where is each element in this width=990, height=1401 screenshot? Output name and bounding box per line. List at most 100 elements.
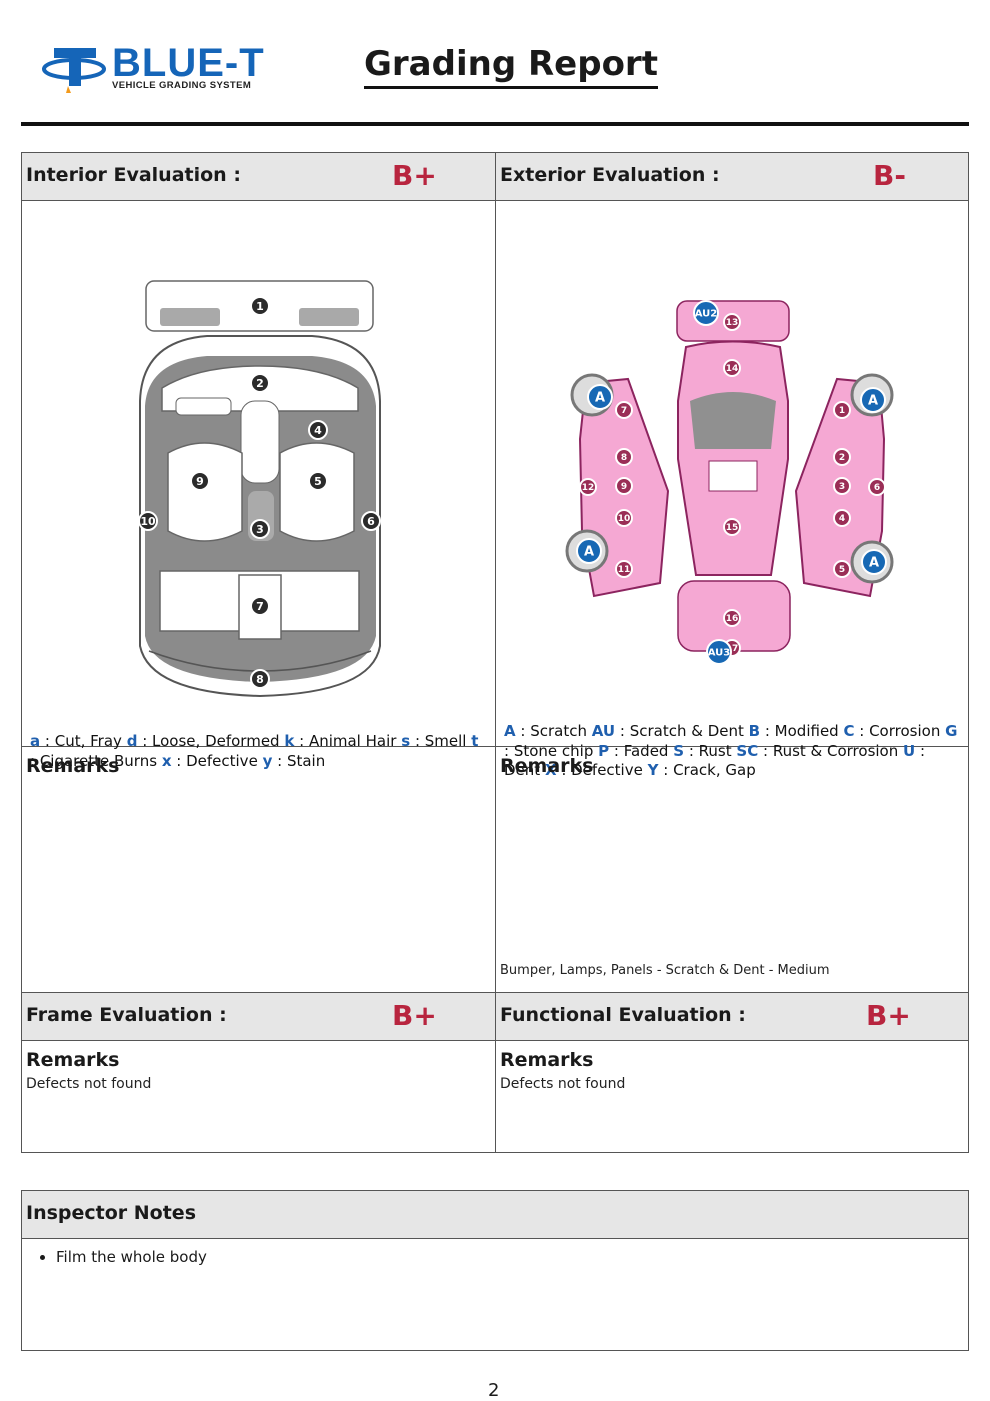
brand-tagline: VEHICLE GRADING SYSTEM: [112, 80, 252, 91]
evaluation-grid: Interior Evaluation : B+ Exterior Evalua…: [21, 152, 969, 1153]
legend-code: a: [30, 732, 41, 750]
inspector-notes-header: Inspector Notes: [22, 1191, 968, 1239]
damage-mark: A: [576, 538, 602, 564]
svg-text:10: 10: [618, 514, 631, 524]
functional-remarks-text: Defects not found: [500, 1076, 626, 1092]
legend-code: d: [126, 732, 138, 750]
exterior-position-marker: 2: [833, 448, 851, 466]
interior-grade: B+: [392, 159, 437, 192]
exterior-grade: B-: [873, 159, 906, 192]
interior-position-marker: 2: [250, 373, 270, 393]
legend-description: : Scratch & Dent: [619, 722, 744, 740]
svg-text:2: 2: [256, 377, 264, 390]
damage-mark: A: [860, 387, 886, 413]
svg-text:14: 14: [726, 364, 739, 374]
svg-text:8: 8: [256, 673, 264, 686]
svg-text:9: 9: [621, 482, 627, 492]
legend-code: SC: [736, 741, 759, 760]
svg-text:A: A: [595, 391, 605, 406]
exterior-position-marker: 11: [615, 560, 633, 578]
interior-position-marker: 1: [250, 296, 270, 316]
exterior-evaluation-header: Exterior Evaluation : B-: [495, 153, 968, 200]
interior-car-diagram: 1 2 3 4 5 6 7 8 9 10: [138, 280, 381, 698]
legend-code: C: [843, 722, 855, 740]
damage-mark: A: [861, 549, 887, 575]
functional-remarks-title: Remarks: [500, 1049, 594, 1071]
exterior-position-marker: 7: [615, 401, 633, 419]
interior-position-marker: 10: [138, 511, 158, 531]
legend-code: P: [598, 741, 610, 760]
interior-position-marker: 3: [250, 519, 270, 539]
exterior-evaluation-label: Exterior Evaluation :: [500, 164, 720, 186]
exterior-remarks-cell: Remarks Bumper, Lamps, Panels - Scratch …: [495, 747, 968, 992]
svg-text:7: 7: [621, 406, 627, 416]
svg-text:8: 8: [621, 453, 627, 463]
svg-text:1: 1: [256, 300, 264, 313]
frame-remarks-title: Remarks: [26, 1049, 120, 1071]
exterior-position-marker: 5: [833, 560, 851, 578]
legend-description: : Defective: [561, 761, 643, 779]
legend-description: : Rust: [688, 741, 732, 760]
exterior-legend: A : Scratch AU : Scratch & Dent B : Modi…: [504, 722, 964, 781]
legend-code: AU: [591, 722, 616, 740]
legend-code: y: [262, 751, 273, 770]
exterior-position-marker: 6: [868, 478, 886, 496]
exterior-remarks-text: Bumper, Lamps, Panels - Scratch & Dent -…: [500, 963, 830, 978]
legend-code: B: [748, 722, 761, 740]
svg-text:7: 7: [256, 600, 264, 613]
damage-mark: A: [587, 384, 613, 410]
svg-text:10: 10: [140, 515, 156, 528]
frame-remarks-cell: Remarks Defects not found: [22, 1041, 495, 1152]
legend-description: : Rust & Corrosion: [763, 741, 899, 760]
legend-code: Y: [647, 761, 659, 779]
exterior-position-marker: 1: [833, 401, 851, 419]
exterior-position-marker: 9: [615, 477, 633, 495]
frame-evaluation-label: Frame Evaluation :: [26, 1004, 227, 1026]
functional-evaluation-label: Functional Evaluation :: [500, 1004, 746, 1026]
svg-text:11: 11: [618, 565, 631, 575]
svg-text:AU3: AU3: [708, 648, 731, 659]
functional-evaluation-header: Functional Evaluation : B+: [495, 993, 968, 1040]
legend-code: s: [401, 732, 411, 750]
legend-description: : Defective: [176, 751, 258, 770]
interior-position-marker: 7: [250, 596, 270, 616]
legend-description: : Cut, Fray: [44, 732, 122, 750]
report-header: BLUE-T VEHICLE GRADING SYSTEM Grading Re…: [0, 0, 990, 128]
svg-text:A: A: [584, 545, 594, 560]
report-title: Grading Report: [364, 44, 658, 89]
legend-code: S: [673, 741, 685, 760]
inspector-notes-title: Inspector Notes: [26, 1202, 197, 1224]
legend-code: k: [284, 732, 295, 750]
functional-remarks-cell: Remarks Defects not found: [495, 1041, 968, 1152]
frame-grade: B+: [392, 999, 437, 1032]
brand-name: BLUE-T: [112, 41, 265, 85]
svg-text:4: 4: [314, 424, 322, 437]
exterior-position-marker: 15: [723, 518, 741, 536]
interior-car-illustration: [139, 280, 381, 698]
legend-description: : Stain: [277, 751, 326, 770]
svg-text:16: 16: [726, 614, 739, 624]
svg-text:3: 3: [839, 482, 845, 492]
svg-text:9: 9: [196, 475, 204, 488]
damage-mark: AU3: [706, 639, 732, 665]
interior-remarks-title: Remarks: [26, 755, 120, 777]
legend-code: G: [945, 722, 958, 740]
header-divider: [21, 122, 969, 126]
svg-text:17: 17: [726, 644, 739, 654]
interior-position-marker: 5: [308, 471, 328, 491]
svg-text:5: 5: [839, 565, 845, 575]
interior-evaluation-header: Interior Evaluation : B+: [22, 153, 495, 200]
svg-text:A: A: [869, 556, 879, 571]
legend-description: : Corrosion: [859, 722, 941, 740]
frame-functional-remarks-row: Remarks Defects not found Remarks Defect…: [22, 1041, 968, 1152]
interior-position-marker: 9: [190, 471, 210, 491]
exterior-position-marker: 10: [615, 509, 633, 527]
legend-description: : Modified: [764, 722, 839, 740]
legend-description: : Cigarette Burns: [30, 751, 158, 770]
legend-description: : Faded: [613, 741, 669, 760]
exterior-position-marker: 8: [615, 448, 633, 466]
legend-description: : Stone chip: [504, 741, 594, 760]
interior-position-marker: 8: [250, 669, 270, 689]
svg-text:6: 6: [367, 515, 375, 528]
exterior-position-marker: 13: [723, 313, 741, 331]
